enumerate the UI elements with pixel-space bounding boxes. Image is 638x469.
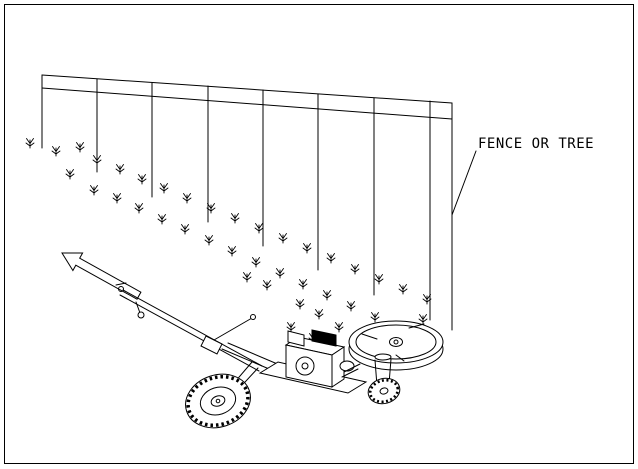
- air-cleaner: [287, 330, 305, 347]
- grass-tuft: [278, 233, 288, 244]
- muffler: [339, 360, 355, 372]
- grass-tuft: [262, 280, 272, 291]
- grass-tuft: [334, 322, 344, 333]
- grass-tuft: [295, 299, 305, 310]
- grass-tuft: [25, 138, 35, 149]
- left-wheel: [185, 373, 251, 429]
- disc-hub: [389, 337, 403, 347]
- disc-slots: [361, 323, 425, 362]
- callout: FENCE OR TREE: [451, 136, 594, 216]
- belt-drive: [341, 363, 361, 378]
- recoil-starter: [295, 356, 315, 376]
- grass-tuft: [350, 264, 360, 275]
- grass-tuft: [65, 169, 75, 180]
- grass-tuft: [346, 301, 356, 312]
- grass-tuft: [370, 312, 380, 323]
- fence-rail-top: [41, 74, 453, 104]
- grass-tuft: [230, 213, 240, 224]
- hitch: [118, 286, 124, 292]
- arrow-outline: [61, 252, 142, 300]
- fence: [41, 74, 453, 331]
- grass-tuft: [157, 214, 167, 225]
- engine: [284, 329, 361, 388]
- grass-tuft: [137, 174, 147, 185]
- grass-tuft: [75, 142, 85, 153]
- fuel-tank: [311, 329, 337, 347]
- grass-tuft: [275, 268, 285, 279]
- grass-tuft: [112, 193, 122, 204]
- mower-machine: [115, 282, 444, 429]
- grass-tuft: [242, 272, 252, 283]
- grass-tuft: [115, 164, 125, 175]
- grass-tuft: [159, 183, 169, 194]
- grass-tuft: [418, 314, 428, 325]
- grass-tuft: [182, 193, 192, 204]
- fence-posts: [41, 74, 453, 331]
- grass-tuft: [326, 253, 336, 264]
- callout-label: FENCE OR TREE: [478, 136, 594, 152]
- tow-bar: [115, 282, 263, 372]
- grass-tuft: [134, 203, 144, 214]
- grass-tuft: [227, 246, 237, 257]
- grass-tuft: [302, 243, 312, 254]
- caster-wheel: [367, 353, 401, 405]
- grass-tuft: [92, 155, 102, 166]
- grass-tuft: [298, 279, 308, 290]
- lift-lever: [200, 314, 256, 355]
- grass-tuft: [89, 185, 99, 196]
- grass-tuft: [51, 146, 61, 157]
- jack-stand: [135, 301, 141, 314]
- leader-line: [451, 150, 477, 216]
- grass-tuft: [314, 309, 324, 320]
- grass-tuft: [254, 223, 264, 234]
- wheel-hub: [210, 395, 226, 407]
- grass-tuft: [322, 290, 332, 301]
- fence-rail-second: [41, 87, 453, 120]
- grass-tuft: [398, 284, 408, 295]
- direction-arrow: [61, 252, 142, 300]
- grass-layer: [25, 138, 432, 344]
- grass-tuft: [204, 235, 214, 246]
- grass-tuft: [180, 224, 190, 235]
- grass-tuft: [374, 274, 384, 285]
- drawing-border: [4, 4, 634, 464]
- cutting-disc: [348, 320, 444, 371]
- grass-tuft: [251, 257, 261, 268]
